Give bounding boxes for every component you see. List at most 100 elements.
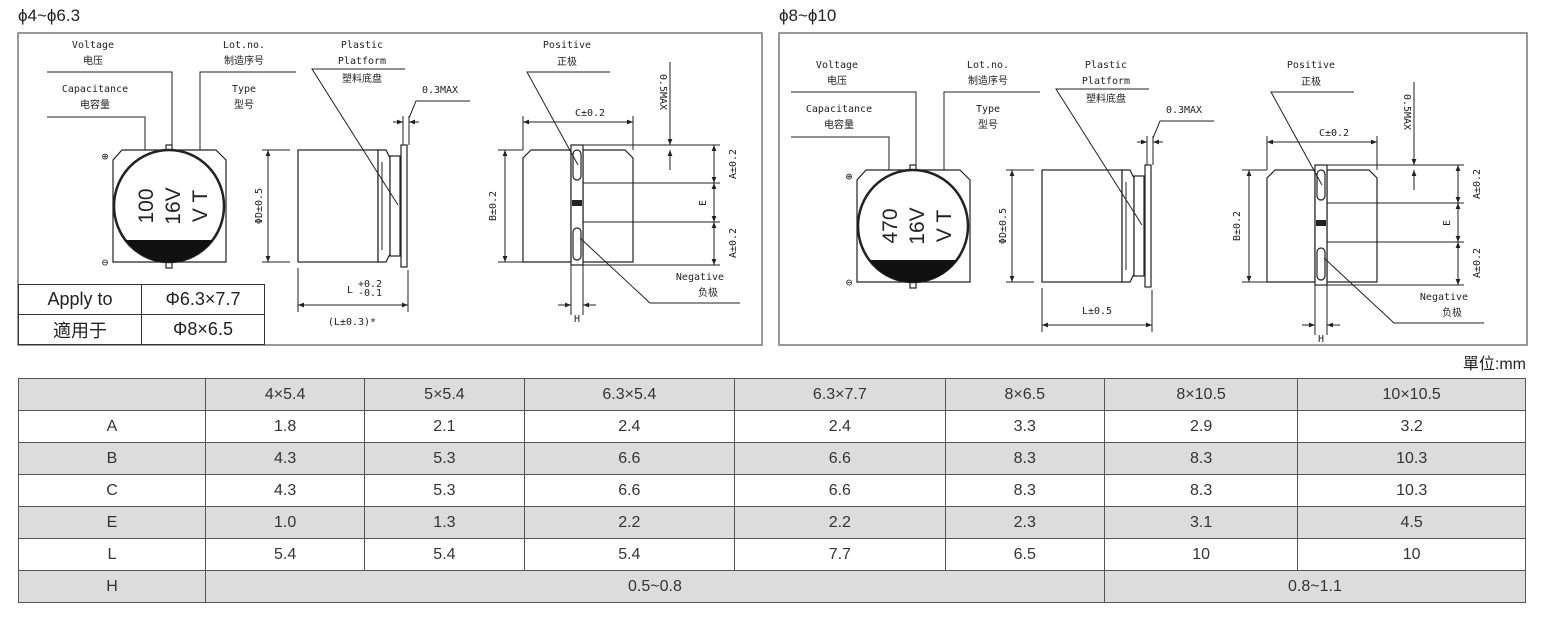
platform-label: Platform [338,56,386,67]
apply-to-label-cn: 適用于 [18,314,142,345]
table-cell: 10 [1103,538,1299,571]
capacitance-label: Capacitance [806,104,872,115]
positive-label-cn: 正极 [557,55,577,68]
type-label: Type [232,84,256,95]
max05-label: 0.5MAX [657,74,668,110]
table-cell: 6.5 [944,538,1105,571]
left-l-alt-dim: (L±0.3)* [328,317,376,328]
table-cell: 2.4 [523,410,736,443]
plastic-label: Plastic [341,40,383,51]
lot-label-cn: 制造序号 [224,54,264,67]
unit-label: 單位:mm [1462,356,1526,373]
table-cell: 2.2 [734,506,946,539]
dimension-drawings: Voltage 电压 Lot.no. 制造序号 Capacitance 电容量 … [17,32,1528,346]
negative-label-cn: 负极 [1442,306,1462,319]
table-cell: 5.4 [364,538,525,571]
negative-label: Negative [1420,292,1468,303]
table-row-h: H 0.5~0.8 0.8~1.1 [18,570,1527,603]
e-dim: E [1442,220,1453,226]
capacitance-label: Capacitance [62,84,128,95]
left-l-tol-upper: +0.2 [358,279,382,290]
plus-icon: ⊕ [846,170,853,183]
marking-capacitance: 100 [135,188,158,223]
table-cell: 5.4 [523,538,736,571]
polarity-band [125,240,213,263]
header-cell: 6.3×7.7 [734,378,946,411]
capacitor-drawing-large: Voltage 电压 Lot.no. 制造序号 Capacitance 电容量 … [791,60,1484,345]
h-dim: H [1318,334,1324,345]
a-dim-bottom: A±0.2 [728,228,739,258]
b-dim: B±0.2 [1232,211,1243,241]
table-cell: 6.6 [734,442,946,475]
minus-icon: ⊖ [102,256,109,269]
lot-label-cn: 制造序号 [968,74,1008,87]
left-panel-title: ϕ4~ϕ6.3 [18,6,81,25]
capacitor-drawing: Voltage 电压 Lot.no. 制造序号 Capacitance 电容量 … [47,40,740,325]
max03-label: 0.3MAX [422,85,458,96]
table-cell: 1.0 [204,506,366,539]
table-cell: 2.3 [944,506,1105,539]
table-cell: 10 [1297,538,1526,571]
table-cell: 8.3 [944,442,1105,475]
header-cell: 8×6.5 [944,378,1105,411]
table-cell: 1.8 [204,410,366,443]
platform-label: Platform [1082,76,1130,87]
row-label: E [18,506,206,539]
right-l-dim: L±0.5 [1082,306,1112,317]
lot-label: Lot.no. [223,40,265,51]
table-cell: 10.3 [1297,474,1526,507]
apply-size-2: Φ8×6.5 [141,314,265,345]
negative-label: Negative [676,272,724,283]
h-dim: H [574,314,580,325]
positive-label-cn: 正极 [1301,75,1321,88]
table-cell: 5.3 [364,442,525,475]
plus-icon: ⊕ [102,150,109,163]
left-panel-frame [17,32,763,346]
plastic-label: Plastic [1085,60,1127,71]
a-dim-top: A±0.2 [1472,169,1483,199]
header-cell: 5×5.4 [364,378,525,411]
table-cell: 4.3 [204,474,366,507]
table-cell: 6.6 [523,474,736,507]
marking-capacitance: 470 [879,208,902,243]
positive-label: Positive [543,40,591,51]
minus-icon: ⊖ [846,276,853,289]
voltage-label-cn: 电压 [83,54,103,67]
row-label: C [18,474,206,507]
table-cell: 2.4 [734,410,946,443]
table-cell: 3.2 [1297,410,1526,443]
c-dim: C±0.2 [1319,128,1349,139]
e-dim: E [698,200,709,206]
table-cell: 0.8~1.1 [1103,570,1527,603]
c-dim: C±0.2 [575,108,605,119]
capacitance-label-cn: 电容量 [80,98,110,111]
table-cell: 4.5 [1297,506,1526,539]
right-panel-frame [778,32,1528,346]
table-cell: 2.9 [1103,410,1299,443]
positive-label: Positive [1287,60,1335,71]
marking-voltage: 16V [162,187,185,224]
table-cell: 3.3 [944,410,1105,443]
marking-type: V T [933,210,956,242]
type-label-cn: 型号 [978,118,998,131]
right-panel-title: ϕ8~ϕ10 [779,6,837,25]
voltage-label: Voltage [816,60,858,71]
row-label: H [18,570,206,603]
capacitance-label-cn: 电容量 [824,118,854,131]
table-cell: 0.5~0.8 [205,570,1105,603]
left-l-dim: L [347,285,353,296]
table-header-row: 4×5.4 5×5.4 6.3×5.4 6.3×7.7 8×6.5 8×10.5… [18,378,1526,411]
row-label: B [18,442,206,475]
voltage-label: Voltage [72,40,114,51]
table-cell: 5.4 [204,538,366,571]
table-cell: 10.3 [1297,442,1526,475]
marking-voltage: 16V [906,207,929,244]
table-cell: 2.2 [523,506,736,539]
marking-type: V T [189,190,212,222]
header-cell: 6.3×5.4 [523,378,736,411]
negative-label-cn: 负极 [698,286,718,299]
a-dim-top: A±0.2 [728,149,739,179]
max03-label: 0.3MAX [1166,105,1202,116]
